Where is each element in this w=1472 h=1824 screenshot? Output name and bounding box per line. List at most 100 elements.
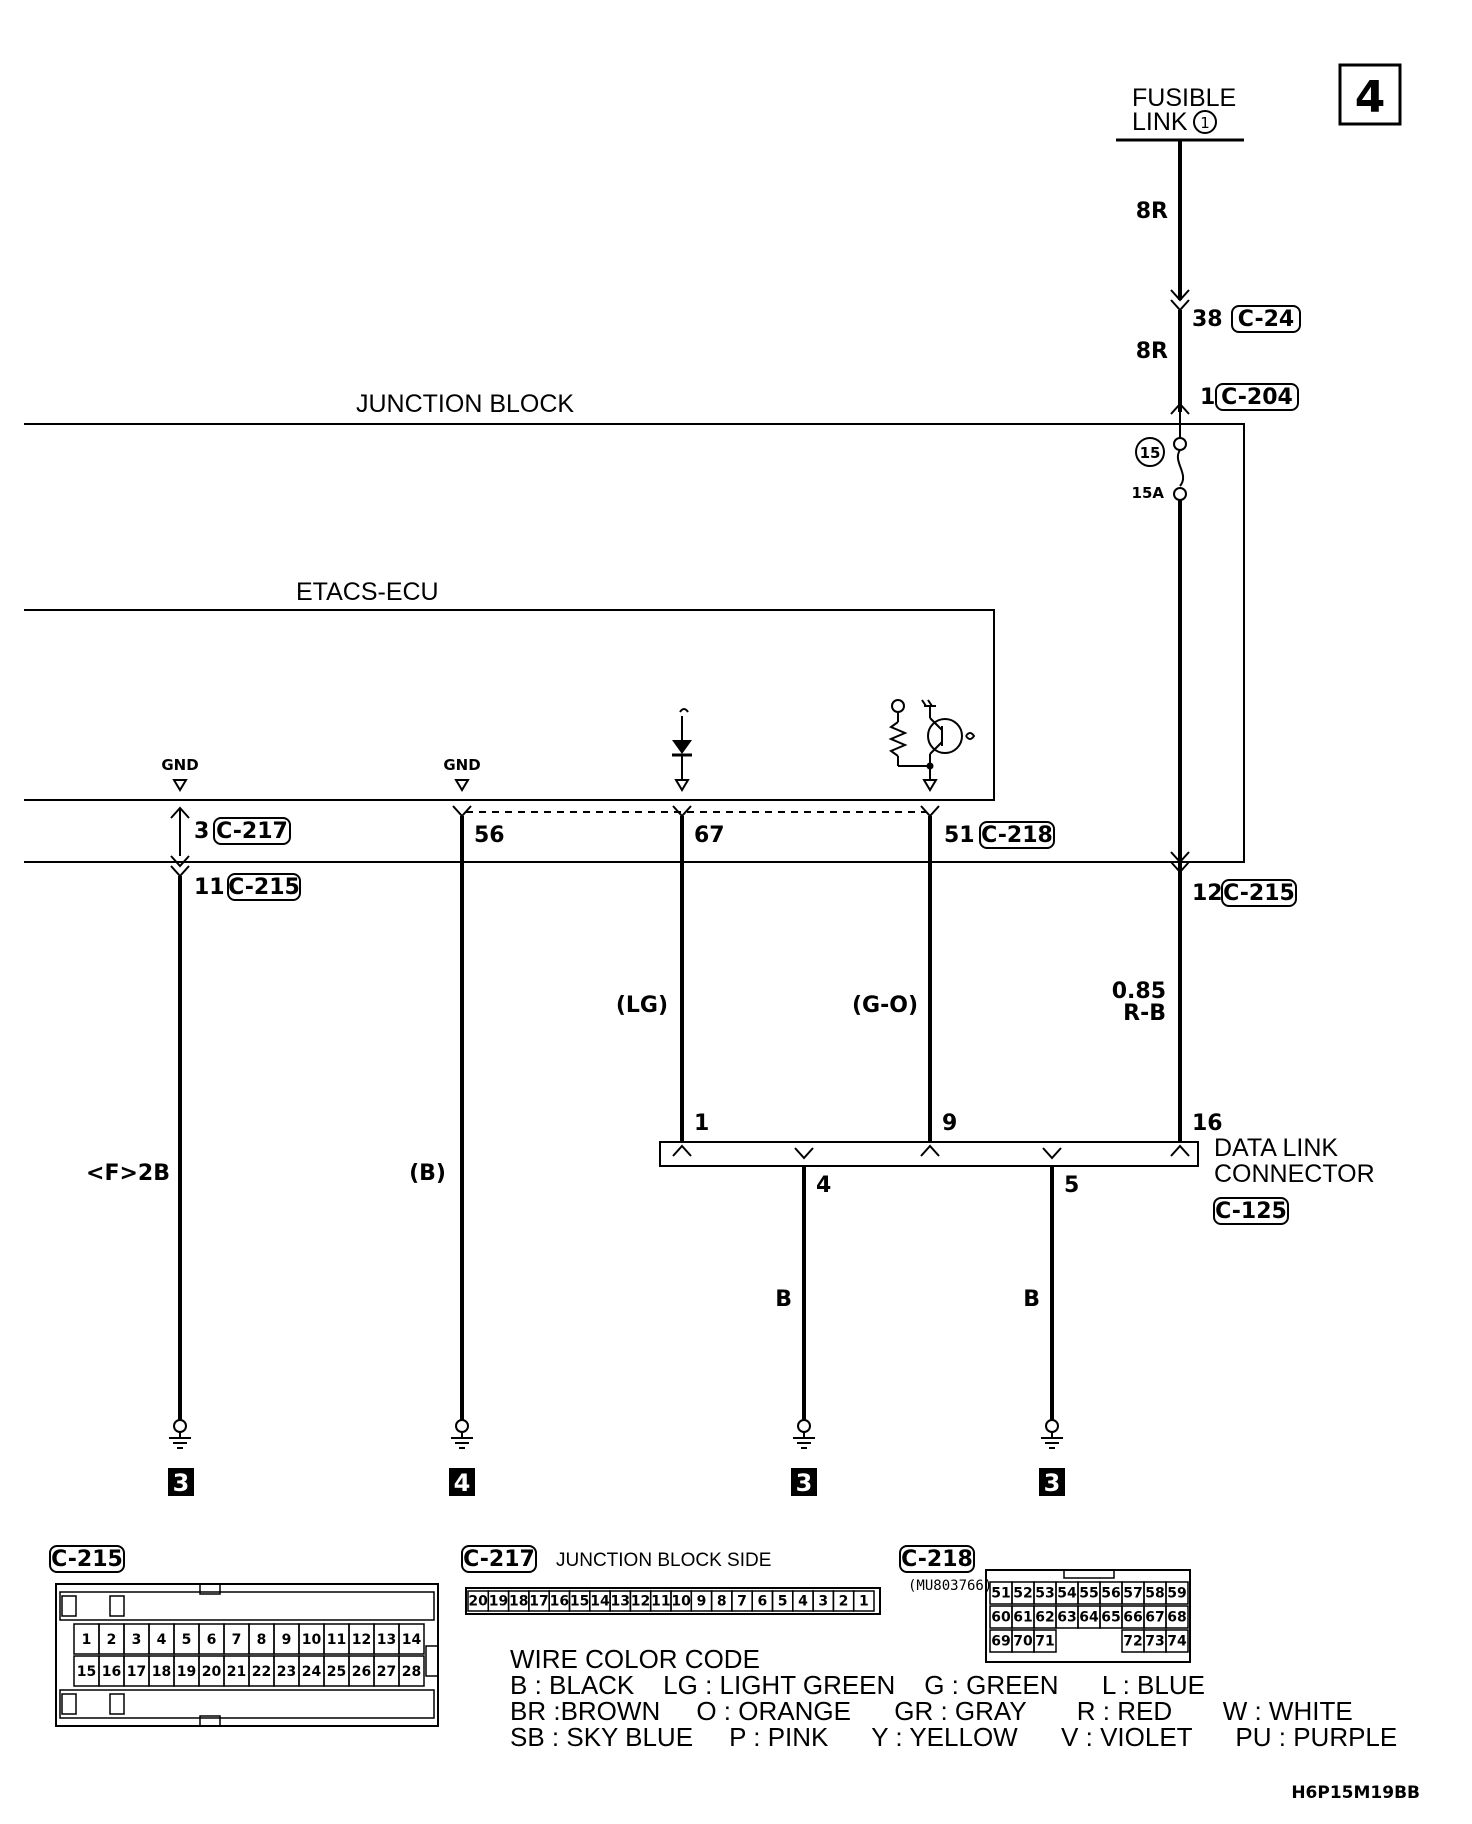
fuse-rating: 15A (1132, 484, 1165, 502)
c217-view-label-box (461, 1545, 537, 1573)
transistor-base-input (965, 732, 976, 740)
c218-box (979, 821, 1055, 849)
c215-view-pin-5: 5 (182, 1632, 192, 1648)
c217-view-label: C-217 (463, 1547, 535, 1572)
c217-label: C-217 (216, 819, 288, 844)
chassis-ground-tick1 (921, 699, 927, 707)
c215-view-pin-20: 20 (202, 1664, 222, 1680)
c215-view-pin-11: 11 (327, 1632, 346, 1648)
c218-view-pin-71-cell (1033, 1629, 1057, 1653)
connector-mark-c24 (1170, 289, 1190, 302)
c215-view-pin-14-cell (398, 1623, 425, 1655)
c215-view-pin-16: 16 (102, 1664, 121, 1680)
c217-side-label: JUNCTION BLOCK SIDE (556, 1550, 771, 1571)
c215-view-pin-21: 21 (227, 1664, 246, 1680)
c218-view-pin-63: 63 (1057, 1609, 1076, 1625)
dlc-pin-9: 9 (942, 1111, 957, 1136)
c218-view-pin-52: 52 (1013, 1585, 1032, 1601)
c217-view-pin-6: 6 (757, 1593, 767, 1609)
wire-b5-label: B (1023, 1287, 1040, 1312)
wire-color-code-line1: B : BLACK LG : LIGHT GREEN G : GREEN L :… (510, 1670, 1205, 1700)
c218-label: C-218 (981, 823, 1053, 848)
c218-pin: 51 (944, 823, 975, 848)
vcc-terminal-icon (891, 699, 905, 713)
fusible-link-number-circle (1193, 110, 1217, 134)
c215-view-pin-7: 7 (232, 1632, 242, 1648)
c217-view-pin-20: 20 (468, 1593, 488, 1609)
c217-view-pin-10: 10 (671, 1593, 691, 1609)
c215-view-pin-23: 23 (277, 1664, 296, 1680)
c217-view-pin-9: 9 (697, 1593, 707, 1609)
c217-view-pin-15: 15 (570, 1593, 589, 1609)
junction-block-label: JUNCTION BLOCK (356, 390, 574, 418)
c218-view-pin-66: 66 (1123, 1609, 1142, 1625)
pin67-triangle (674, 779, 690, 792)
c215-view-pin-26: 26 (352, 1664, 371, 1680)
wire-lg-label: (LG) (616, 993, 668, 1018)
c217-view-pin-5: 5 (778, 1593, 788, 1609)
data-link-connector-body (659, 1141, 1199, 1167)
c215-box-a (227, 873, 301, 901)
c218-view-pin-72: 72 (1123, 1633, 1142, 1649)
page-number: 4 (1355, 72, 1386, 123)
chassis-ground-tick2 (927, 699, 933, 707)
c215-label-a: C-215 (228, 875, 300, 900)
c217-view-pin-16: 16 (550, 1593, 569, 1609)
c215-mark-a2 (170, 865, 190, 878)
fusible-link-label-2: LINK (1132, 108, 1188, 136)
gnd-triangle-2 (454, 779, 470, 792)
c218-view-pin-73: 73 (1145, 1633, 1164, 1649)
fuse-number-circle (1135, 437, 1165, 467)
gnd-label-2: GND (443, 756, 480, 774)
c218-view-label-box (899, 1545, 975, 1573)
wire-rb-label: R-B (1123, 1001, 1166, 1026)
c215-mark-b2 (1170, 861, 1190, 874)
wire-8r-top: 8R (1136, 199, 1168, 224)
c215-view-pin-12: 12 (352, 1632, 371, 1648)
dlc-pin-16: 16 (1192, 1111, 1223, 1136)
ground-terminal-4: 3 (1039, 1419, 1065, 1497)
pin-67: 67 (694, 823, 725, 848)
c218-view-pin-65: 65 (1101, 1609, 1120, 1625)
c215-view-pin-14: 14 (402, 1632, 422, 1648)
c217-view-pin-17: 17 (529, 1593, 548, 1609)
c204-pin: 1 (1200, 385, 1215, 410)
ground-number-2: 4 (454, 1469, 471, 1497)
c215-view-pin-27: 27 (377, 1664, 396, 1680)
c217-view-pin-19: 19 (489, 1593, 508, 1609)
fuse-terminal-bottom (1173, 487, 1187, 501)
c24-label: C-24 (1238, 307, 1294, 332)
c215-label-b: C-215 (1223, 881, 1295, 906)
c217-view-pin-1: 1 (859, 1593, 869, 1609)
c218-view-pin-57: 57 (1123, 1585, 1142, 1601)
junction-block-outline (24, 423, 1245, 863)
ground-number-1: 3 (173, 1469, 190, 1497)
c215-view-pin-18: 18 (152, 1664, 171, 1680)
transistor-emitter (929, 741, 943, 755)
etacs-ecu-label: ETACS-ECU (296, 578, 439, 606)
c217-box (213, 817, 291, 845)
wire-color-code-title: WIRE COLOR CODE (510, 1644, 760, 1674)
wire-8r-mid: 8R (1136, 339, 1168, 364)
c217-pin: 3 (194, 819, 209, 844)
c204-box (1215, 383, 1299, 411)
wire-b-paren-label: (B) (409, 1161, 446, 1186)
resistor-icon (888, 721, 908, 757)
ground-terminal-1: 3 (168, 1419, 194, 1497)
c24-pin: 38 (1192, 307, 1223, 332)
c218-view-pin-60: 60 (991, 1609, 1011, 1625)
fuse-number: 15 (1140, 444, 1161, 462)
c215-view-pin-25: 25 (327, 1664, 346, 1680)
c217-view-pin-4: 4 (798, 1593, 808, 1609)
c218-view-pin-62: 62 (1035, 1609, 1054, 1625)
c204-label: C-204 (1221, 385, 1293, 410)
c218-view-label: C-218 (901, 1547, 973, 1572)
dlc-label-line2: CONNECTOR (1214, 1160, 1375, 1188)
c218-view-pin-54: 54 (1057, 1585, 1077, 1601)
ground-number-4: 3 (1044, 1469, 1061, 1497)
c218-view-pin-67: 67 (1145, 1609, 1164, 1625)
dlc-label-line1: DATA LINK (1214, 1134, 1338, 1162)
